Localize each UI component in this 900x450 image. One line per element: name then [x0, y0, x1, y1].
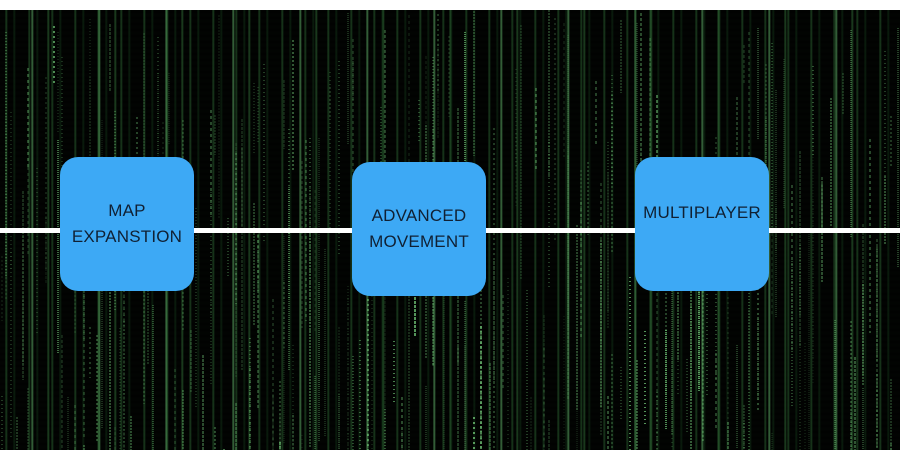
milestone-label: MULTIPLAYER — [643, 203, 761, 222]
diagram-canvas: MAP EXPANSTION ADVANCED MOVEMENT MULTIPL… — [0, 10, 900, 450]
milestone-map-expansion: MAP EXPANSTION — [60, 157, 194, 291]
milestone-advanced-movement: ADVANCED MOVEMENT — [352, 162, 486, 296]
milestone-label: MAP EXPANSTION — [71, 201, 183, 246]
milestone-label: ADVANCED MOVEMENT — [369, 206, 469, 251]
milestone-multiplayer: MULTIPLAYER — [635, 157, 769, 291]
